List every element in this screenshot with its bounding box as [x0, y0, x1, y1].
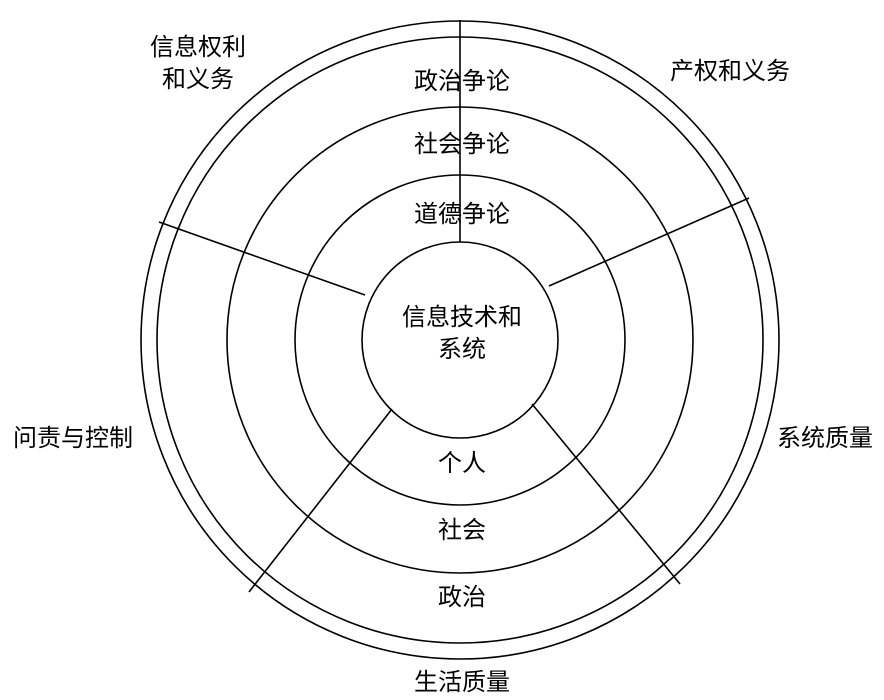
polity-level-label: 政治: [438, 583, 486, 611]
center-label-line1: 信息技术和: [402, 303, 522, 331]
social-debate-label: 社会争论: [414, 130, 510, 158]
system-quality-label: 系统质量: [777, 424, 873, 452]
information-rights-label-line2: 和义务: [162, 65, 234, 93]
political-debate-label: 政治争论: [414, 67, 510, 95]
individual-level-label: 个人: [438, 449, 486, 477]
center-label-line2: 系统: [438, 335, 486, 363]
property-rights-label: 产权和义务: [670, 57, 790, 85]
divider-upper-left: [158, 221, 366, 296]
divider-lower-left: [248, 408, 393, 593]
divider-upper-right: [548, 197, 750, 287]
accountability-label: 问责与控制: [13, 424, 133, 452]
information-rights-label-line1: 信息权利: [150, 33, 246, 61]
quality-of-life-label: 生活质量: [414, 668, 510, 696]
ethical-debate-label: 道德争论: [414, 200, 510, 228]
divider-lower-right: [531, 403, 681, 585]
society-level-label: 社会: [438, 516, 486, 544]
